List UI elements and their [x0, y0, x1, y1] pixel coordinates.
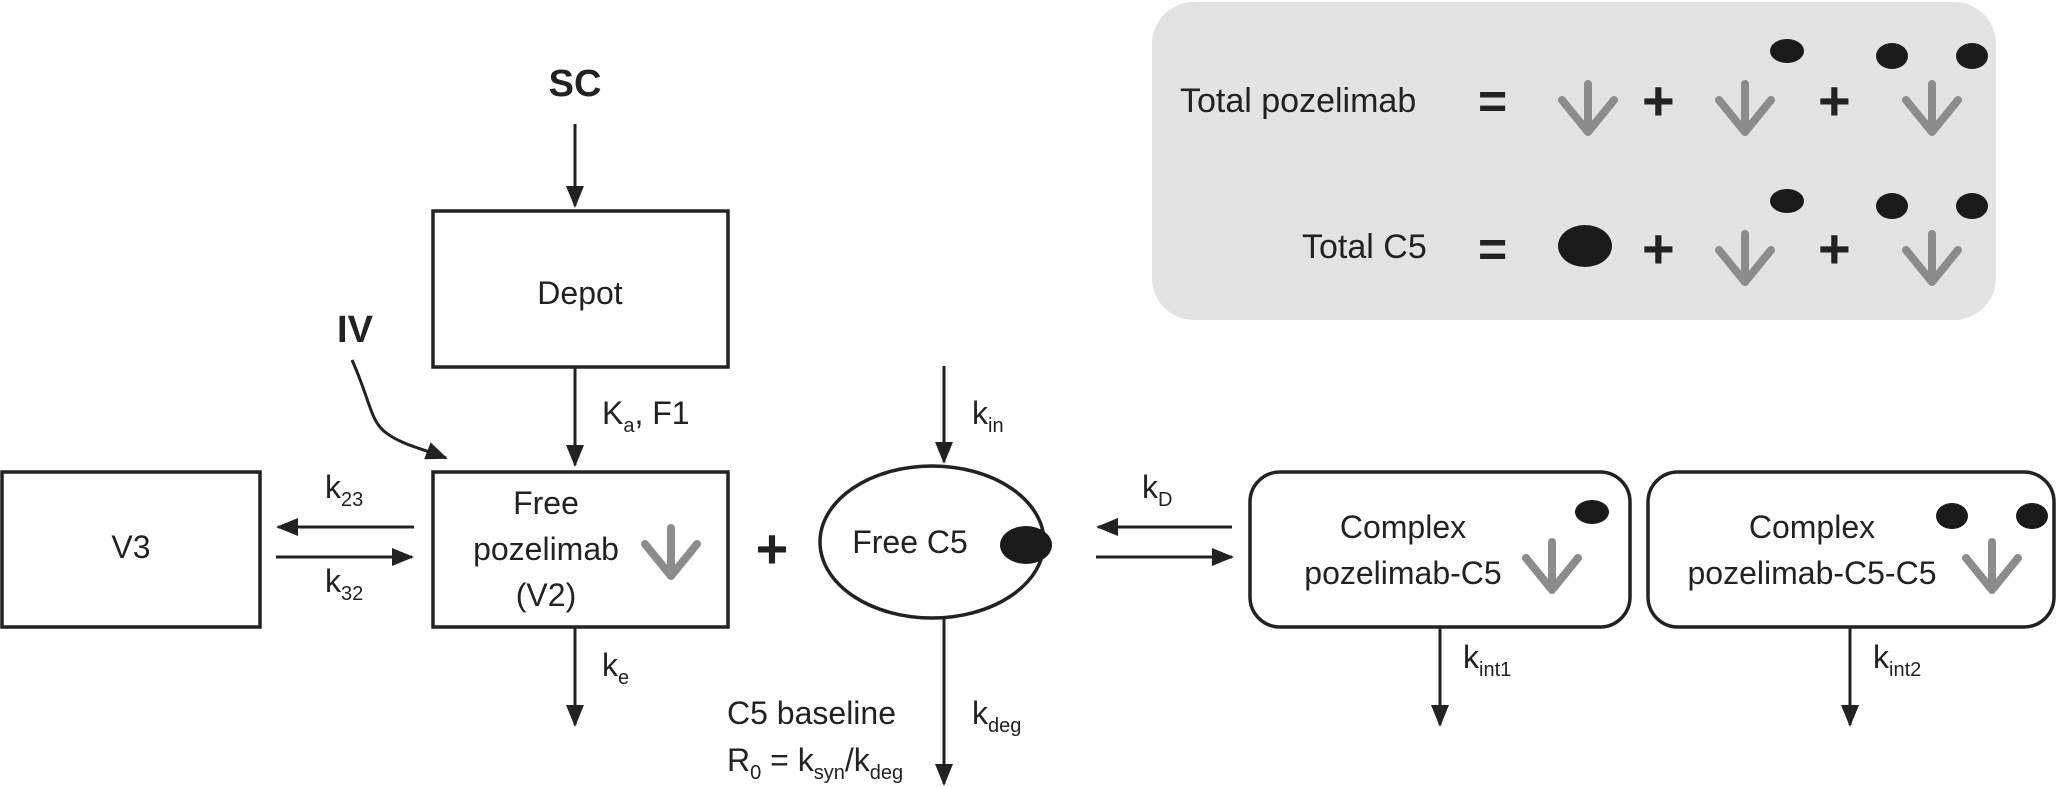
free-c5-icon [1000, 526, 1052, 564]
kint1-label: kint1 [1463, 639, 1511, 681]
legend-equals-2: = [1478, 221, 1507, 277]
legend-total-c5-label: Total C5 [1302, 228, 1427, 266]
sc-input-label: SC [549, 63, 602, 105]
ke-label: ke [602, 647, 629, 689]
kin-label: kin [972, 395, 1004, 437]
ka-label: Ka, F1 [602, 395, 690, 437]
kint2-label: kint2 [1873, 639, 1921, 681]
free-pozelimab-line1: Free [513, 485, 579, 521]
k32-label: k32 [325, 563, 363, 605]
legend-complex2-icon-2 [1876, 193, 1988, 282]
legend-c5-icon [1558, 225, 1612, 267]
free-pozelimab-line3: (V2) [516, 577, 576, 613]
c5-baseline-equation: R0 = ksyn/kdeg [727, 742, 903, 784]
free-c5-label: Free C5 [852, 524, 968, 560]
legend-panel [1152, 2, 1996, 320]
depot-label: Depot [537, 275, 623, 311]
legend-plus-3: + [1642, 217, 1675, 280]
c5-baseline-label: C5 baseline [727, 695, 896, 731]
depot-box [431, 209, 730, 369]
legend-complex1-icon [1719, 39, 1804, 132]
complex1-line2: pozelimab-C5 [1304, 555, 1501, 591]
kd-label: kD [1142, 469, 1172, 511]
free-pozelimab-box [431, 470, 730, 629]
legend-complex1-icon-2 [1719, 189, 1804, 282]
complex1-line1: Complex [1340, 509, 1466, 545]
iv-input-label: IV [337, 309, 374, 351]
free-pozelimab-line2: pozelimab [473, 531, 619, 567]
legend-equals-1: = [1478, 73, 1507, 129]
v3-box [0, 470, 262, 629]
k23-label: k23 [325, 469, 363, 511]
legend-complex2-icon [1876, 43, 1988, 132]
v3-label: V3 [111, 529, 150, 565]
iv-arrow [350, 359, 448, 460]
legend-total-pozelimab-label: Total pozelimab [1180, 82, 1416, 120]
legend-plus-2: + [1818, 69, 1851, 132]
complex2-icon [1936, 503, 2048, 590]
complex2-line2: pozelimab-C5-C5 [1688, 555, 1937, 591]
kdeg-label: kdeg [972, 695, 1021, 737]
legend-plus-4: + [1818, 217, 1851, 280]
legend-plus-1: + [1642, 69, 1675, 132]
complex2-line1: Complex [1749, 509, 1875, 545]
complex1-box [1248, 470, 1632, 629]
complex1-icon [1526, 500, 1609, 590]
binding-plus: + [756, 517, 789, 580]
